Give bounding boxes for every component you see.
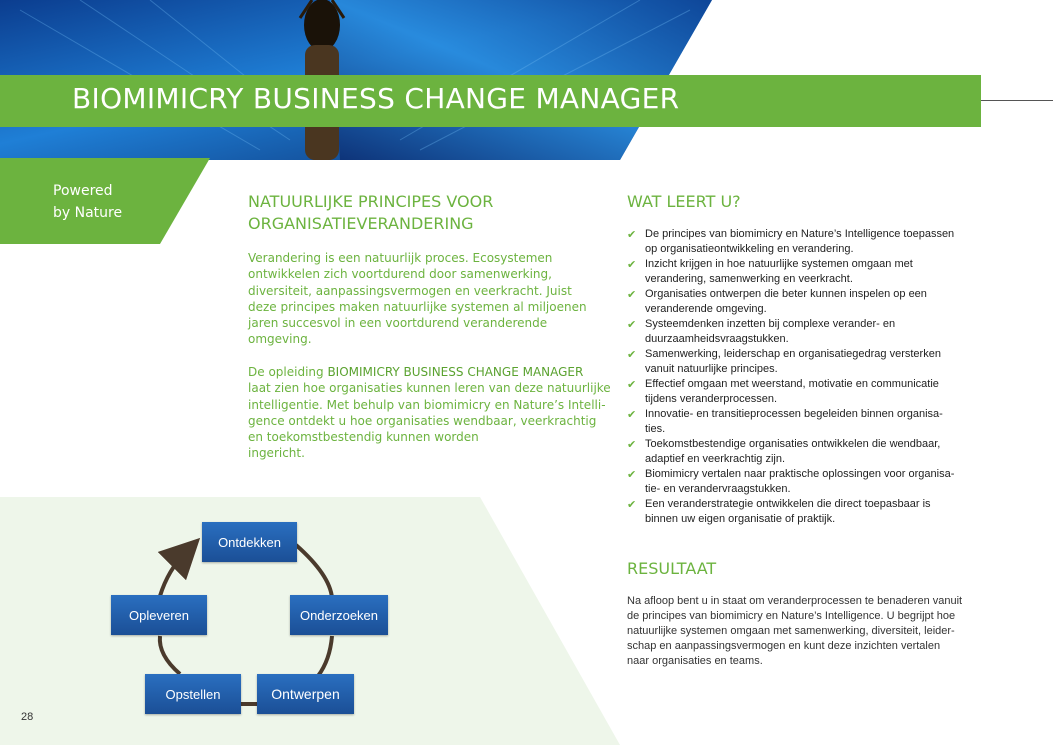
intro-paragraph-1: Verandering is een natuurlijk proces. Ec… bbox=[248, 250, 587, 348]
list-item-line: Een veranderstrategie ontwikkelen die di… bbox=[645, 498, 931, 510]
page-number: 28 bbox=[21, 711, 34, 723]
list-item-line: Toekomstbestendige organisaties ontwikke… bbox=[645, 438, 941, 450]
list-item-line: De principes van biomimicry en Nature’s … bbox=[645, 228, 955, 240]
list-item: ✔ Effectief omgaan met weerstand, motivat… bbox=[627, 377, 992, 407]
intro-line: omgeving. bbox=[248, 332, 312, 347]
check-icon: ✔ bbox=[627, 438, 637, 451]
intro-line: en toekomstbestendig kunnen worden bbox=[248, 430, 479, 445]
result-line: de principes van biomimicry en Nature’s … bbox=[627, 610, 956, 622]
result-line: natuurlijke systemen omgaan met samenwer… bbox=[627, 625, 955, 637]
list-item-line: Effectief omgaan met weerstand, motivati… bbox=[645, 378, 939, 390]
intro-line: laat zien hoe organisaties kunnen leren … bbox=[248, 381, 611, 396]
learn-list: ✔ De principes van biomimicry en Nature’s… bbox=[627, 227, 992, 527]
tagline: Powered by Nature bbox=[53, 180, 122, 224]
check-icon: ✔ bbox=[627, 228, 637, 241]
intro-line: jaren succesvol in een voortdurend veran… bbox=[248, 316, 548, 331]
list-item: ✔ Innovatie- en transitieprocessen begele… bbox=[627, 407, 992, 437]
list-item-line: vanuit natuurlijke principes. bbox=[645, 363, 778, 375]
list-item: ✔ Organisaties ontwerpen die beter kunnen… bbox=[627, 287, 992, 317]
list-item: ✔ Samenwerking, leiderschap en organisati… bbox=[627, 347, 992, 377]
course-name-highlight: BIOMIMICRY BUSINESS CHANGE MANAGER bbox=[327, 365, 584, 379]
result-paragraph: Na afloop bent u in staat om veranderpro… bbox=[627, 594, 977, 669]
list-item-line: Organisaties ontwerpen die beter kunnen … bbox=[645, 288, 927, 300]
list-item-line: veranderende omgeving. bbox=[645, 303, 767, 315]
cycle-step-onderzoeken: Onderzoeken bbox=[290, 595, 388, 635]
list-item: ✔ Toekomstbestendige organisaties ontwikk… bbox=[627, 437, 992, 467]
check-icon: ✔ bbox=[627, 468, 637, 481]
title-banner bbox=[0, 75, 981, 127]
result-line: naar organisaties en teams. bbox=[627, 655, 763, 667]
tagline-line1: Powered bbox=[53, 183, 113, 199]
intro-line: Verandering is een natuurlijk proces. Ec… bbox=[248, 251, 553, 265]
intro-heading-line1: NATUURLIJKE PRINCIPES VOOR bbox=[248, 192, 494, 211]
tagline-banner bbox=[0, 158, 210, 244]
learn-heading: WAT LEERT U? bbox=[627, 192, 741, 211]
check-icon: ✔ bbox=[627, 288, 637, 301]
list-item-line: verandering, samenwerking en veerkracht. bbox=[645, 273, 853, 285]
check-icon: ✔ bbox=[627, 408, 637, 421]
list-item: ✔ Een veranderstrategie ontwikkelen die d… bbox=[627, 497, 992, 527]
intro-line: diversiteit, aanpassingsvermogen en veer… bbox=[248, 283, 572, 298]
cycle-step-ontdekken: Ontdekken bbox=[202, 522, 297, 562]
list-item-line: op organisatieontwikkeling en veranderin… bbox=[645, 243, 854, 255]
list-item-line: binnen uw eigen organisatie of praktijk. bbox=[645, 513, 836, 525]
cycle-step-opstellen: Opstellen bbox=[145, 674, 241, 714]
list-item-line: Innovatie- en transitieprocessen begelei… bbox=[645, 408, 943, 420]
list-item-line: ties. bbox=[645, 423, 666, 435]
list-item: ✔ De principes van biomimicry en Nature’s… bbox=[627, 227, 992, 257]
list-item-line: Systeemdenken inzetten bij complexe vera… bbox=[645, 318, 896, 330]
list-item: ✔ Biomimicry vertalen naar praktische opl… bbox=[627, 467, 992, 497]
check-icon: ✔ bbox=[627, 498, 637, 511]
list-item-line: Samenwerking, leiderschap en organisatie… bbox=[645, 348, 941, 360]
page-title: BIOMIMICRY BUSINESS CHANGE MANAGER bbox=[72, 82, 680, 115]
intro-paragraph-2: De opleiding BIOMIMICRY BUSINESS CHANGE … bbox=[248, 364, 611, 462]
intro-heading: NATUURLIJKE PRINCIPES VOOR ORGANISATIEVE… bbox=[248, 191, 493, 235]
result-line: Na afloop bent u in staat om veranderpro… bbox=[627, 595, 963, 607]
result-line: schap en aanpassingsvermogen en kunt dez… bbox=[627, 640, 941, 652]
list-item: ✔ Inzicht krijgen in hoe natuurlijke syst… bbox=[627, 257, 992, 287]
list-item-line: Biomimicry vertalen naar praktische oplo… bbox=[645, 468, 955, 480]
tagline-line2: by Nature bbox=[53, 205, 123, 221]
intro-line: gence ontdekt u hoe organisaties wendbaa… bbox=[248, 413, 597, 428]
intro-line: De opleiding BIOMIMICRY BUSINESS CHANGE … bbox=[248, 364, 611, 380]
list-item: ✔ Systeemdenken inzetten bij complexe ver… bbox=[627, 317, 992, 347]
intro-prefix: De opleiding bbox=[248, 365, 328, 379]
list-item-line: tie- en verandervraagstukken. bbox=[645, 483, 791, 495]
intro-heading-line2: ORGANISATIEVERANDERING bbox=[248, 214, 474, 233]
check-icon: ✔ bbox=[627, 318, 637, 331]
check-icon: ✔ bbox=[627, 378, 637, 391]
list-item-line: tijdens veranderprocessen. bbox=[645, 393, 778, 405]
list-item-line: Inzicht krijgen in hoe natuurlijke syste… bbox=[645, 258, 913, 270]
list-item-line: adaptief en veerkrachtig zijn. bbox=[645, 453, 786, 465]
result-heading: RESULTAAT bbox=[627, 559, 717, 578]
list-item-line: duurzaamheidsvraagstukken. bbox=[645, 333, 789, 345]
intro-line: intelligentie. Met behulp van biomimicry… bbox=[248, 397, 606, 412]
check-icon: ✔ bbox=[627, 258, 637, 271]
intro-line: deze principes maken natuurlijke systeme… bbox=[248, 299, 587, 314]
check-icon: ✔ bbox=[627, 348, 637, 361]
intro-line: ontwikkelen zich voortdurend door samenw… bbox=[248, 267, 552, 282]
intro-line: ingericht. bbox=[248, 446, 305, 461]
title-divider bbox=[981, 100, 1053, 101]
cycle-step-opleveren: Opleveren bbox=[111, 595, 207, 635]
cycle-step-ontwerpen: Ontwerpen bbox=[257, 674, 354, 714]
